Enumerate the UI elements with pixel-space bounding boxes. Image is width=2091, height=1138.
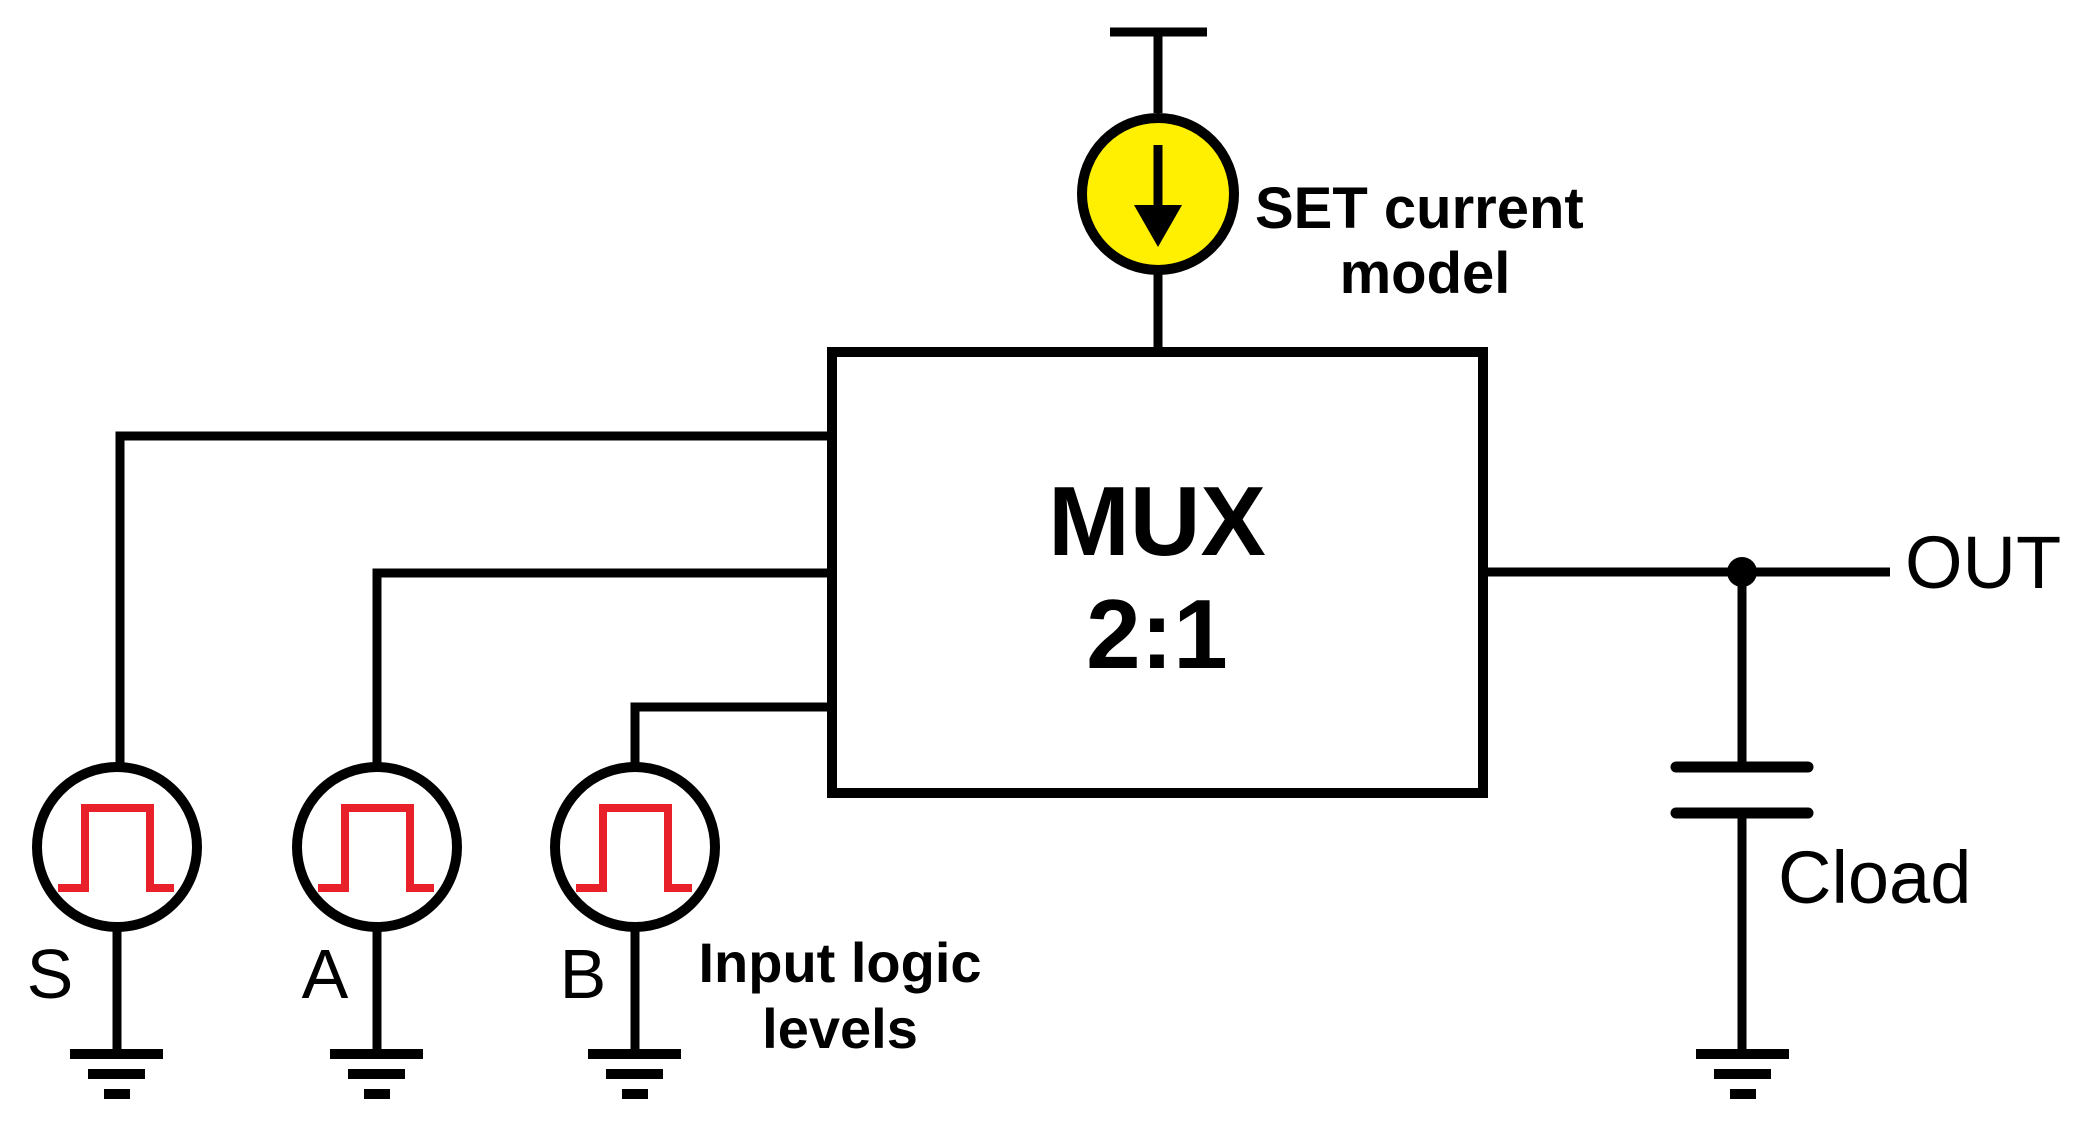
- square-pulse-icon: [58, 804, 174, 892]
- set-current-label-line2: model: [1340, 241, 1511, 306]
- square-pulse-icon: [318, 804, 434, 892]
- input-source-s: S: [27, 762, 202, 1099]
- input-wires: [115, 431, 832, 770]
- arrow-down-icon: [1134, 145, 1182, 247]
- wire-b: [630, 702, 832, 770]
- input-source-b: B: [550, 762, 720, 1099]
- output-label: OUT: [1905, 521, 2061, 604]
- output-network: OUT Cload: [1483, 521, 2061, 1099]
- set-current-label-line1: SET current: [1255, 176, 1584, 241]
- input-label-b: B: [560, 935, 607, 1013]
- input-label-a: A: [302, 935, 349, 1013]
- mux-block: MUX 2:1: [827, 347, 1488, 798]
- input-caption-line2: levels: [762, 997, 918, 1060]
- mux-ratio: 2:1: [1086, 579, 1228, 689]
- input-caption-line1: Input logic: [698, 931, 981, 994]
- mux-title: MUX: [1048, 466, 1266, 576]
- square-pulse-icon: [576, 804, 692, 892]
- ground-icon: [1696, 1049, 1789, 1099]
- set-current-source: SET current model: [1077, 27, 1584, 352]
- input-label-s: S: [27, 935, 74, 1013]
- wire-s: [115, 431, 832, 770]
- wire-a: [372, 568, 832, 770]
- capacitor-label: Cload: [1778, 836, 1971, 919]
- input-source-a: A: [292, 762, 462, 1099]
